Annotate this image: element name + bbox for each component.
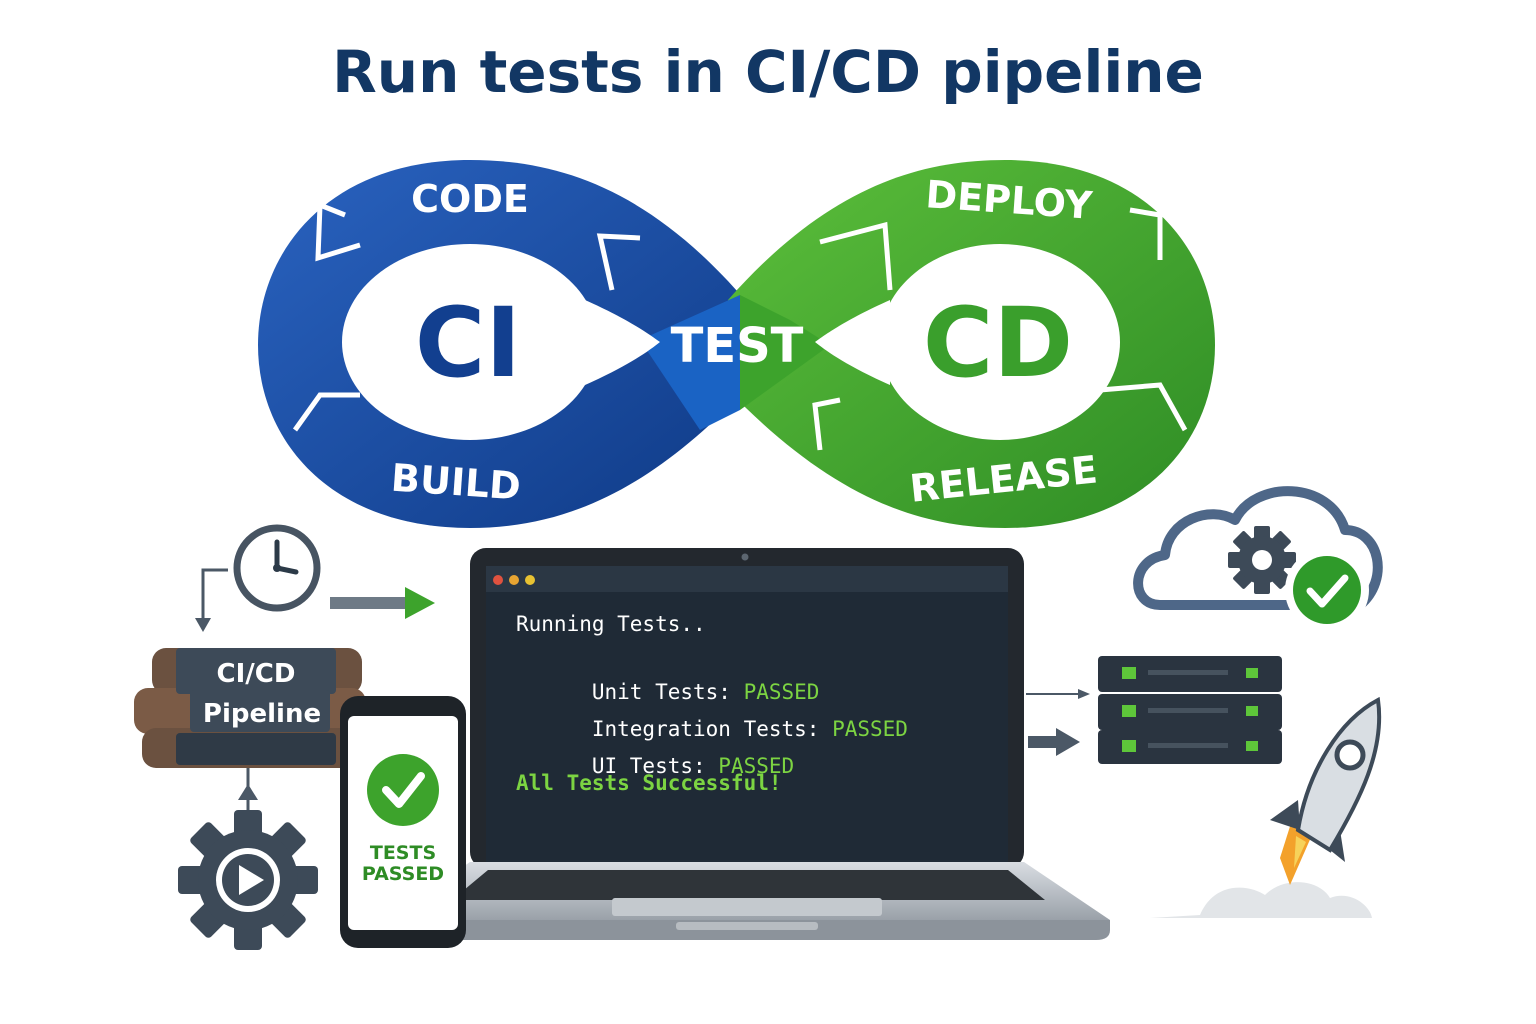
page-title: Run tests in CI/CD pipeline xyxy=(332,38,1204,106)
label-code: CODE xyxy=(411,177,529,221)
phone-label-line1: TESTS xyxy=(370,842,436,864)
arrow-head-up xyxy=(238,784,258,800)
phone-label-line2: PASSED xyxy=(362,863,444,885)
books-label-line2: Pipeline xyxy=(203,699,321,729)
loop-crossing-blue xyxy=(640,295,740,430)
terminal-line-summary: All Tests Successful! xyxy=(516,771,782,795)
server-rack-icon xyxy=(1098,656,1282,764)
check-icon xyxy=(1285,548,1369,632)
integration-label: Integration Tests: xyxy=(591,717,833,741)
terminal-line-unit: Unit Tests: PASSED xyxy=(516,656,820,728)
label-test: TEST xyxy=(671,318,804,374)
arrow-right-green xyxy=(330,587,435,619)
books-label-line1: CI/CD xyxy=(217,659,296,689)
center-pinch-right xyxy=(815,300,890,385)
arrow-head-down xyxy=(195,618,211,632)
books-stack xyxy=(134,648,366,768)
unit-status: PASSED xyxy=(743,680,820,704)
label-ci: CI xyxy=(415,287,521,399)
ui-status: PASSED xyxy=(718,754,795,778)
infinity-loop: CODE BUILD DEPLOY RELEASE TEST CI CD xyxy=(258,160,1215,528)
center-pinch xyxy=(585,300,660,385)
terminal-line-ui: UI Tests: PASSED xyxy=(516,730,794,802)
clock-icon xyxy=(233,524,321,612)
ci-inner-hole xyxy=(342,244,598,440)
cd-inner-hole xyxy=(880,244,1120,440)
phone xyxy=(340,696,466,948)
loop-crossing-green xyxy=(740,295,830,410)
rocket-icon xyxy=(1150,696,1382,918)
label-build: BUILD xyxy=(390,456,522,509)
gear-play-icon xyxy=(178,810,318,950)
loop-chevrons xyxy=(292,201,1188,451)
terminal-line-running: Running Tests.. xyxy=(516,612,706,636)
unit-label: Unit Tests: xyxy=(591,680,744,704)
integration-status: PASSED xyxy=(832,717,908,741)
terminal-line-integration: Integration Tests: PASSED xyxy=(516,693,908,765)
laptop xyxy=(384,548,1110,940)
arrow-clock-to-books xyxy=(201,568,228,620)
connector-laptop-server xyxy=(1026,689,1090,756)
ui-label: UI Tests: xyxy=(591,754,719,778)
label-cd: CD xyxy=(923,287,1073,399)
